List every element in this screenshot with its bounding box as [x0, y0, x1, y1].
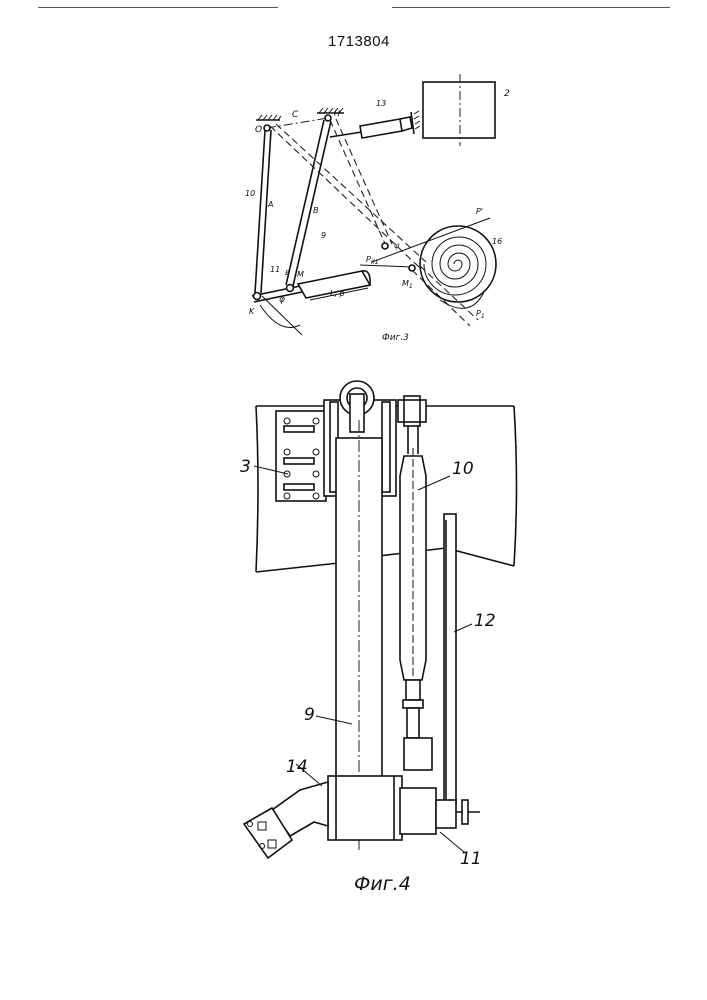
ground-support-o: [256, 115, 281, 120]
rod-10: [400, 448, 432, 770]
unit-2: [423, 74, 495, 146]
label-psi: ψ: [394, 241, 400, 250]
pivot-k: [254, 293, 261, 300]
label-k: K: [249, 307, 255, 316]
label-c: C: [292, 110, 299, 120]
drum-16: [420, 226, 496, 308]
label-p-prime: P': [476, 207, 483, 216]
label-m: M: [297, 270, 304, 279]
label-p1: P1: [476, 309, 485, 320]
label-v: в: [285, 268, 290, 277]
label-10: 10: [452, 459, 474, 479]
pivot-m: [287, 285, 294, 292]
figure-4-diagram: 3 10 12 9 14 11 Фиг.4: [0, 360, 707, 1000]
rod-bracket: [398, 396, 426, 454]
caption-fig4: Фиг.4: [354, 873, 411, 895]
label-10: 10: [245, 189, 255, 198]
motor-14: [244, 782, 328, 858]
label-h: H: [334, 109, 340, 118]
pivot-upper: [382, 243, 388, 249]
label-14: 14: [286, 757, 308, 777]
label-11: 11: [270, 265, 280, 274]
lever-11: [252, 271, 370, 302]
label-lp: L, p: [330, 289, 345, 298]
label-a: A: [267, 200, 273, 209]
label-2: 2: [504, 89, 510, 99]
label-13: 13: [376, 99, 386, 108]
label-9: 9: [321, 231, 326, 240]
link-10: [255, 130, 271, 293]
label-16: 16: [492, 237, 502, 246]
label-b: B: [313, 206, 319, 215]
pivot-m1: [409, 265, 415, 271]
pivot-o: [264, 125, 270, 131]
label-m1: M1: [402, 279, 413, 290]
gear-housing: [328, 776, 480, 840]
caption-fig3: Фиг.3: [382, 333, 409, 343]
label-11: 11: [460, 849, 482, 869]
label-12: 12: [474, 611, 496, 631]
angle-phi-arc: [260, 305, 300, 328]
label-pk1: PK1: [366, 255, 379, 266]
link-9: [286, 120, 331, 286]
line-pk1: [360, 265, 412, 267]
label-phi: φ: [279, 295, 285, 305]
label-o: O: [255, 125, 262, 135]
figure-3-diagram: O C H 13 2 10 A B 9 11 в M K φ ψ L, p PK…: [0, 0, 707, 360]
mounting-plate-3: [276, 411, 326, 501]
plate-12: [444, 514, 456, 804]
label-9: 9: [304, 705, 315, 725]
label-3: 3: [240, 457, 251, 477]
actuator-13: [330, 111, 420, 138]
